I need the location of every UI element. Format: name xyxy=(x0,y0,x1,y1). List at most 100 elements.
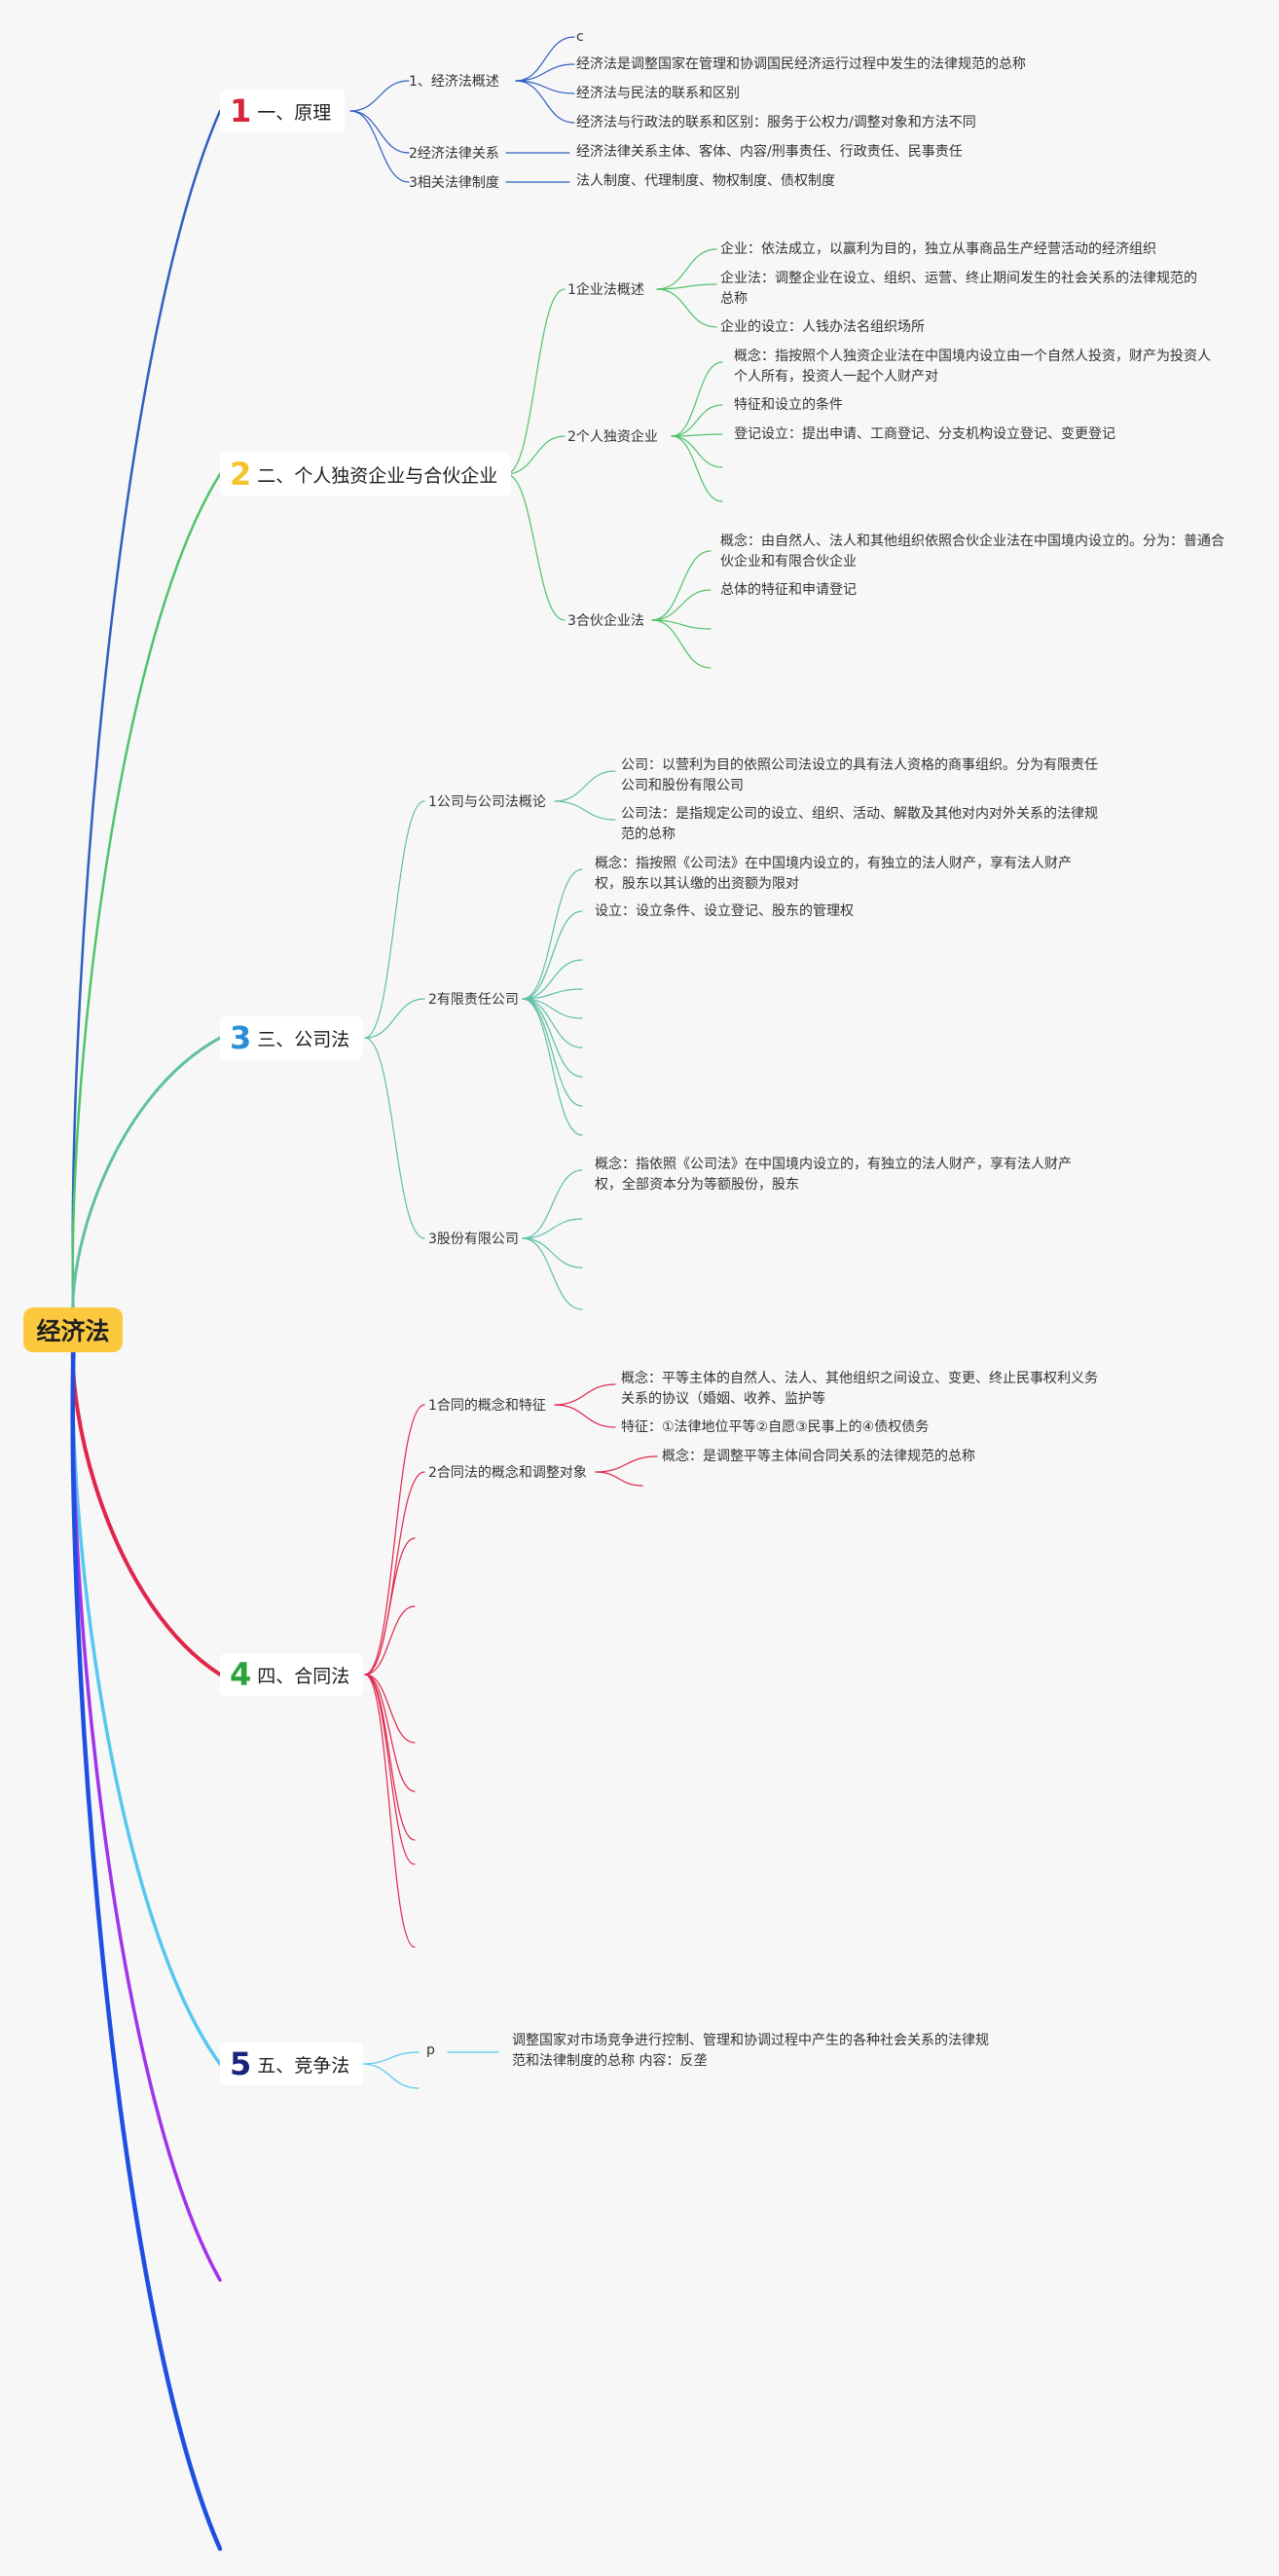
sub-topic[interactable]: p xyxy=(426,2042,435,2058)
connector-line xyxy=(522,910,583,1000)
connector-line xyxy=(522,959,583,1000)
branch-connector xyxy=(70,1328,222,1676)
leaf-topic[interactable]: 企业的设立：人钱办法名组织场所 xyxy=(720,319,925,335)
leaf-topic[interactable]: 概念：是调整平等主体间合同关系的法律规范的总称 xyxy=(662,1449,975,1464)
leaf-topic[interactable]: 概念：由自然人、法人和其他组织依照合伙企业法在中国境内设立的。分为：普通合伙企业… xyxy=(720,534,1224,570)
sub-topic[interactable]: 3合伙企业法 xyxy=(567,613,644,629)
connector-line xyxy=(364,1674,416,1792)
connector-line xyxy=(364,1471,425,1675)
connector-line xyxy=(522,1237,583,1269)
branch-sole-partnership[interactable]: 2 二、个人独资企业与合伙企业 xyxy=(220,453,512,496)
leaf-topic[interactable]: 公司法：是指规定公司的设立、组织、活动、解散及其他对内对外关系的法律规范的总称 xyxy=(621,806,1098,842)
connector-line xyxy=(364,1674,416,1948)
sub-topic[interactable]: 1合同的概念和特征 xyxy=(428,1398,546,1414)
connector-line xyxy=(505,288,566,475)
leaf-topic[interactable]: 设立：设立条件、设立登记、股东的管理权 xyxy=(595,903,854,919)
connector-line xyxy=(651,619,712,630)
sub-topic[interactable]: 3相关法律制度 xyxy=(409,175,499,191)
connector-line xyxy=(651,619,712,669)
number-icon-5: 5 xyxy=(230,2045,252,2082)
branch-yuanli[interactable]: 1 一、原理 xyxy=(220,90,346,132)
connector-line xyxy=(505,473,566,621)
root-topic[interactable]: 经济法 xyxy=(23,1307,123,1352)
leaf-topic[interactable]: 经济法与民法的联系和区别 xyxy=(576,86,740,101)
connector-line xyxy=(671,435,723,468)
leaf-topic[interactable]: 经济法是调整国家在管理和协调国民经济运行过程中发生的法律规范的总称 xyxy=(576,56,1026,72)
connector-line xyxy=(515,63,575,82)
number-icon-3: 3 xyxy=(230,1019,252,1056)
connector-line xyxy=(349,80,410,112)
connector-line xyxy=(656,288,717,328)
connector-line xyxy=(364,1404,425,1675)
leaf-topic[interactable]: 企业法：调整企业在设立、组织、运营、终止期间发生的社会关系的法律规范的总称 xyxy=(720,271,1197,307)
connector-line xyxy=(364,1037,425,1239)
branch-label: 五、竞争法 xyxy=(257,2054,350,2077)
number-icon-1: 1 xyxy=(230,92,252,129)
connector-line xyxy=(361,2063,420,2089)
leaf-topic[interactable]: 法人制度、代理制度、物权制度、债权制度 xyxy=(576,173,835,189)
connector-line xyxy=(515,36,575,82)
connector-line xyxy=(651,550,712,621)
leaf-topic[interactable]: 概念：平等主体的自然人、法人、其他组织之间设立、变更、终止民事权利义务关系的协议… xyxy=(621,1371,1098,1407)
connector-line xyxy=(671,433,723,437)
leaf-topic[interactable]: 概念：指按照《公司法》在中国境内设立的，有独立的法人财产，享有法人财产权，股东以… xyxy=(595,856,1072,892)
leaf-topic[interactable]: 特征：①法律地位平等②自愿③民事上的④债权债务 xyxy=(621,1419,930,1435)
sub-topic[interactable]: 2个人独资企业 xyxy=(567,429,658,445)
connector-line xyxy=(515,80,575,124)
connector-line xyxy=(364,998,425,1039)
connector-line xyxy=(671,361,723,437)
connector-line xyxy=(651,589,712,621)
connector-line xyxy=(364,1674,416,1744)
sub-topic[interactable]: 3股份有限公司 xyxy=(428,1232,519,1247)
number-icon-4: 4 xyxy=(230,1656,252,1693)
sub-topic[interactable]: 2经济法律关系 xyxy=(409,146,499,162)
connector-line xyxy=(515,80,575,94)
sub-topic[interactable]: 1、经济法概述 xyxy=(409,74,499,90)
leaf-topic[interactable]: 登记设立：提出申请、工商登记、分支机构设立登记、变更登记 xyxy=(734,426,1115,442)
branch-company-law[interactable]: 3 三、公司法 xyxy=(220,1016,364,1059)
connector-line xyxy=(554,800,616,821)
connector-line xyxy=(554,770,616,802)
connector-line xyxy=(364,800,425,1039)
branch-label: 四、合同法 xyxy=(257,1665,350,1687)
leaf-topic[interactable]: 总体的特征和申请登记 xyxy=(720,582,857,598)
leaf-topic[interactable]: 特征和设立的条件 xyxy=(734,397,843,413)
connector-line xyxy=(522,868,583,1000)
branch-competition-law[interactable]: 5 五、竞争法 xyxy=(220,2042,364,2085)
branch-label: 一、原理 xyxy=(257,101,332,124)
branch-contract-law[interactable]: 4 四、合同法 xyxy=(220,1653,364,1696)
connector-line xyxy=(595,1471,643,1487)
connector-line xyxy=(656,248,717,290)
connector-line xyxy=(595,1455,658,1473)
connector-line xyxy=(364,1674,416,1865)
connector-line xyxy=(522,988,583,1000)
branch-connector xyxy=(71,1328,222,2066)
branch-label: 三、公司法 xyxy=(257,1028,350,1050)
connector-line xyxy=(522,998,583,1049)
branch-connector xyxy=(71,1036,222,1332)
leaf-topic[interactable]: 调整国家对市场竞争进行控制、管理和协调过程中产生的各种社会关系的法律规范和法律制… xyxy=(512,2033,989,2069)
sub-topic[interactable]: 2有限责任公司 xyxy=(428,992,519,1008)
number-icon-2: 2 xyxy=(230,456,252,493)
sub-topic[interactable]: 1公司与公司法概论 xyxy=(428,794,546,810)
connector-line xyxy=(505,435,566,475)
connector-line xyxy=(522,998,583,1136)
branch-connector xyxy=(71,1328,222,2282)
sub-topic[interactable]: 2合同法的概念和调整对象 xyxy=(428,1465,587,1481)
leaf-topic[interactable]: 公司：以营利为目的依照公司法设立的具有法人资格的商事组织。分为有限责任公司和股份… xyxy=(621,757,1098,793)
leaf-topic[interactable]: 经济法律关系主体、客体、内容/刑事责任、行政责任、民事责任 xyxy=(576,144,963,160)
sub-topic[interactable]: 1企业法概述 xyxy=(567,282,644,298)
connector-line xyxy=(364,1605,416,1675)
leaf-topic[interactable]: 概念：指按照个人独资企业法在中国境内设立由一个自然人投资，财产为投资人个人所有，… xyxy=(734,349,1211,385)
connector-line xyxy=(656,283,717,290)
connector-line xyxy=(522,1237,583,1310)
branch-connector xyxy=(71,472,222,1332)
branch-label: 二、个人独资企业与合伙企业 xyxy=(257,464,498,487)
connector-line xyxy=(554,1404,616,1428)
connector-line xyxy=(522,998,583,1107)
leaf-topic[interactable]: 企业：依法成立，以赢利为目的，独立从事商品生产经营活动的经济组织 xyxy=(720,241,1156,257)
leaf-topic[interactable]: 经济法与行政法的联系和区别：服务于公权力/调整对象和方法不同 xyxy=(576,115,976,130)
leaf-topic[interactable]: c xyxy=(576,29,584,45)
leaf-topic[interactable]: 概念：指依照《公司法》在中国境内设立的，有独立的法人财产，享有法人财产权，全部资… xyxy=(595,1157,1072,1193)
